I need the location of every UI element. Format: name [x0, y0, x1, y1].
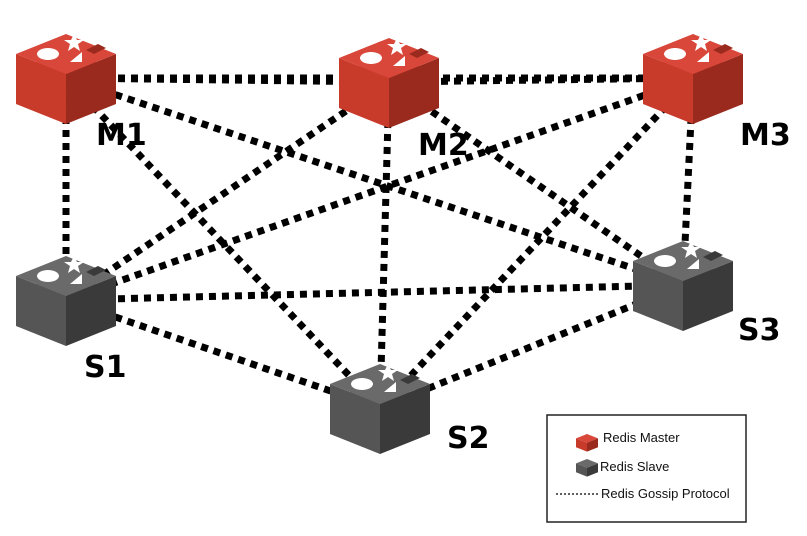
node-m3: M3 — [643, 34, 791, 153]
redis-master-legend-icon — [576, 434, 598, 452]
redis-master-icon — [339, 38, 439, 128]
node-label-m3: M3 — [740, 118, 791, 153]
legend-protocol-label: Redis Gossip Protocol — [601, 486, 730, 501]
legend-slave-label: Redis Slave — [600, 459, 669, 474]
gossip-link-m3-s1 — [64, 74, 695, 304]
gossip-link-s1-s3 — [65, 281, 684, 304]
gossip-links — [62, 74, 697, 412]
gossip-link-m2-s3 — [387, 79, 685, 288]
node-label-s3: S3 — [738, 313, 780, 348]
redis-slave-legend-icon — [576, 459, 598, 477]
node-s2: S2 — [330, 364, 489, 456]
node-label-m2: M2 — [418, 128, 469, 163]
redis-slave-icon — [633, 241, 733, 331]
gossip-link-m2-s1 — [64, 79, 391, 303]
gossip-link-s2-s3 — [378, 281, 685, 412]
node-m2: M2 — [339, 38, 469, 163]
node-m1: M1 — [16, 34, 147, 153]
legend-master-label: Redis Master — [603, 430, 680, 445]
legend: Redis Master Redis Slave Redis Gossip Pr… — [546, 414, 747, 523]
node-s3: S3 — [633, 241, 780, 348]
node-s1: S1 — [16, 256, 126, 385]
redis-master-icon — [643, 34, 743, 124]
redis-slave-icon — [16, 256, 116, 346]
gossip-link-s1-s2 — [64, 296, 382, 412]
gossip-link-m2-s2 — [376, 81, 393, 409]
redis-master-icon — [16, 34, 116, 124]
node-label-s2: S2 — [447, 421, 489, 456]
redis-slave-icon — [330, 364, 430, 454]
gossip-link-m1-s3 — [64, 74, 685, 289]
node-label-m1: M1 — [96, 118, 147, 153]
gossip-link-m2-m3 — [388, 74, 694, 86]
node-label-s1: S1 — [84, 350, 126, 385]
gossip-link-m3-s2 — [377, 75, 696, 411]
